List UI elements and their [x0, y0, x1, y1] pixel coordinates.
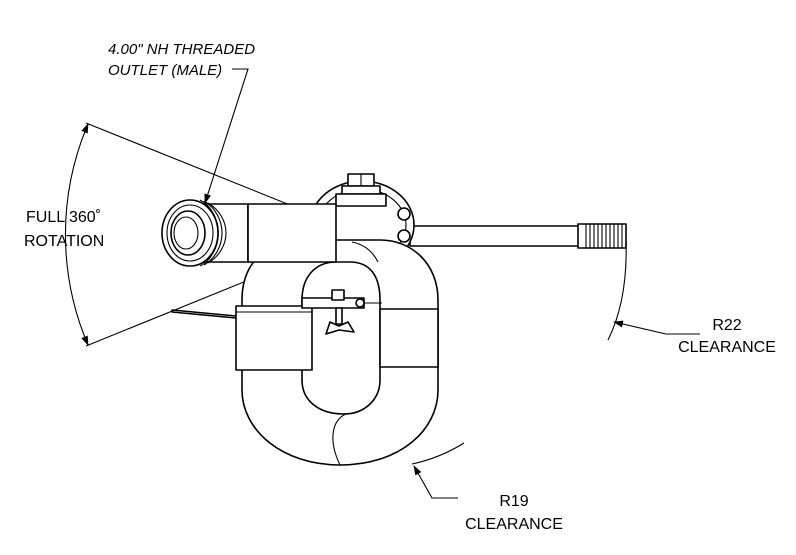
r22-label-line1: R22: [712, 317, 741, 334]
outlet-leader: [204, 68, 249, 204]
outlet-label: 4.00" NH THREADED OUTLET (MALE): [108, 41, 255, 79]
rotation-label-line1: FULL 360˚: [26, 209, 101, 226]
top-clamp: [335, 173, 387, 207]
r22-label: R22 CLEARANCE: [678, 317, 776, 356]
r19-label-line2: CLEARANCE: [465, 516, 563, 533]
rotation-label-line2: ROTATION: [24, 233, 104, 250]
r22-clearance-arc: [607, 239, 627, 341]
shutoff-valve: [171, 305, 313, 371]
threaded-outlet: [161, 199, 227, 267]
r19-label: R19 CLEARANCE: [465, 493, 563, 533]
r22-label-line2: CLEARANCE: [678, 339, 776, 356]
wing-nut: [301, 289, 382, 335]
handle-bar: [409, 223, 627, 249]
outlet-label-line2: OUTLET (MALE): [108, 62, 222, 79]
right-sleeve: [379, 308, 439, 368]
r19-clearance-arc: [411, 442, 465, 465]
rotation-label: FULL 360˚ ROTATION: [24, 209, 104, 250]
r22-leader: [613, 320, 700, 335]
r19-leader: [413, 465, 458, 499]
outlet-label-line1: 4.00" NH THREADED: [108, 41, 255, 58]
r19-label-line1: R19: [499, 493, 528, 510]
